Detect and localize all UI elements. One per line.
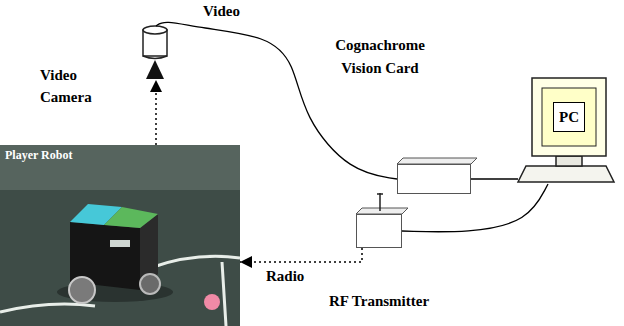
antenna [379,193,381,211]
pc-base [518,166,614,182]
camera-rim [143,56,167,59]
edge-label: Video [203,0,240,22]
edge-label: Radio [266,265,304,287]
rf-transmitter: RF Transmitter [356,214,402,248]
field-line [222,262,226,326]
ball [204,294,220,310]
pc-screen [542,88,596,146]
camera-label: Video Camera [40,64,112,108]
card-cable [471,178,518,179]
antenna-tip [377,193,383,195]
robot-label: Player Robot [5,148,245,162]
radio-arrow [240,248,362,262]
field-line [0,304,95,312]
robot-wheel [140,274,160,294]
pc-monitor: PC [518,78,614,184]
pc-illustration [518,78,614,182]
pc-stand [556,156,582,166]
pc-bezel [532,78,606,156]
pc-label: PC [553,102,585,132]
vision-card: Cognachrome Vision Card [397,164,471,194]
camera-lens [143,26,167,34]
robot-top-green [104,207,158,228]
robot-badge [110,240,130,247]
video-camera: Video Camera [141,26,171,80]
photo-ground [0,145,240,326]
vision-arrow [155,80,157,145]
field-line [150,256,240,268]
camera-mount [146,60,164,79]
robot-wheel [69,277,95,303]
transmitter-label: RF Transmitter [317,290,441,312]
card-label: Cognachrome Vision Card [320,34,440,80]
camera-icon [143,26,167,79]
robot-photo [0,145,240,326]
player-robot: Player Robot [0,145,240,326]
